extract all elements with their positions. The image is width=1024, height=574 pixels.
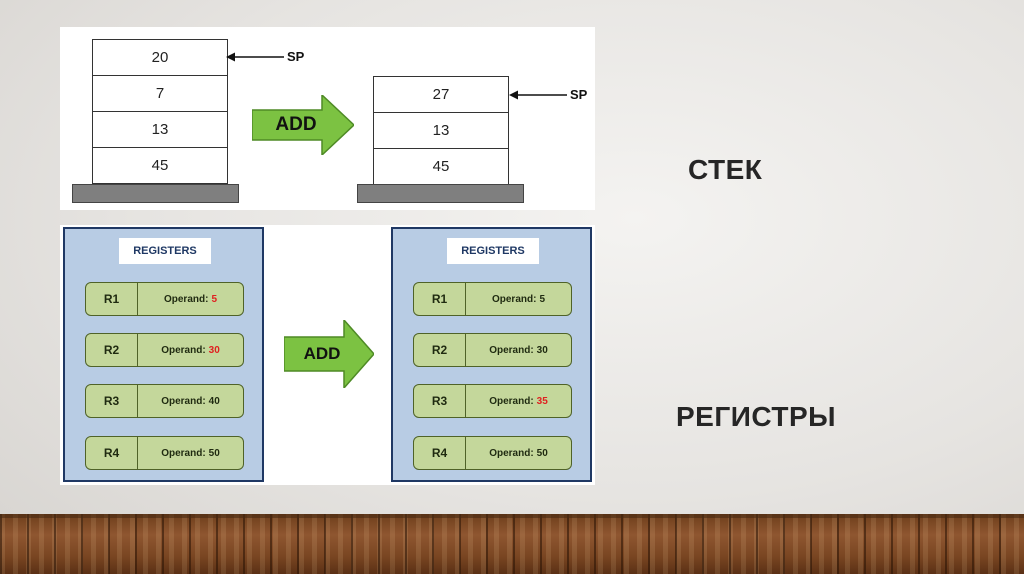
arrow-left-icon — [226, 52, 284, 61]
sp-label: SP — [287, 49, 305, 64]
stack-before: 20 7 13 45 — [92, 39, 228, 184]
add-label: ADD — [275, 114, 317, 135]
add-arrow-registers: ADD — [283, 318, 376, 390]
operand-value: 5 — [539, 293, 545, 305]
operand-value: 50 — [208, 447, 220, 459]
stack-pointer-before: SP — [226, 49, 304, 64]
register-name: R4 — [414, 437, 466, 469]
register-name: R2 — [414, 334, 466, 366]
stack-cell: 13 — [374, 113, 508, 149]
stack-base — [357, 184, 524, 203]
stack-cell: 27 — [374, 77, 508, 113]
register-name: R3 — [414, 385, 466, 417]
register-name: R2 — [86, 334, 138, 366]
arrow-right-icon — [283, 318, 376, 390]
sp-label: SP — [570, 87, 588, 102]
registers-diagram: REGISTERS R1 Operand:5 R2 Operand:30 R3 … — [60, 225, 595, 485]
register-r3: R3 Operand:35 — [413, 384, 572, 418]
register-operand: Operand:5 — [491, 293, 545, 305]
wooden-floor — [0, 514, 1024, 574]
register-r2: R2 Operand:30 — [85, 333, 244, 367]
register-operand: Operand:30 — [489, 344, 548, 356]
register-name: R3 — [86, 385, 138, 417]
register-operand: Operand:30 — [161, 344, 220, 356]
registers-after: REGISTERS R1 Operand:5 R2 Operand:30 R3 … — [391, 227, 592, 482]
operand-value: 30 — [208, 344, 220, 356]
stack-cell: 45 — [374, 149, 508, 185]
register-operand: Operand:5 — [163, 293, 217, 305]
add-arrow-stack: ADD — [251, 93, 356, 157]
stack-heading: СТЕК — [688, 154, 763, 185]
register-r1: R1 Operand:5 — [85, 282, 244, 316]
operand-value: 5 — [211, 293, 217, 305]
stack-after: 27 13 45 — [373, 76, 509, 185]
register-operand: Operand:35 — [489, 395, 548, 407]
stack-cell: 20 — [93, 40, 227, 76]
stack-cell: 45 — [93, 148, 227, 184]
registers-before: REGISTERS R1 Operand:5 R2 Operand:30 R3 … — [63, 227, 264, 482]
stack-cell: 13 — [93, 112, 227, 148]
register-r4: R4 Operand:50 — [413, 436, 572, 470]
stack-cell: 7 — [93, 76, 227, 112]
registers-heading: РЕГИСТРЫ — [676, 401, 837, 432]
registers-title: REGISTERS — [119, 238, 211, 264]
arrow-left-icon — [509, 90, 567, 99]
arrow-right-icon — [251, 93, 356, 157]
operand-value: 50 — [536, 447, 548, 459]
register-r3: R3 Operand:40 — [85, 384, 244, 418]
register-operand: Operand:50 — [161, 447, 220, 459]
register-r4: R4 Operand:50 — [85, 436, 244, 470]
stack-diagram: 20 7 13 45 SP ADD 27 13 45 SP — [60, 27, 595, 210]
register-name: R1 — [86, 283, 138, 315]
register-operand: Operand:50 — [489, 447, 548, 459]
registers-title: REGISTERS — [447, 238, 539, 264]
add-label: ADD — [303, 344, 341, 363]
register-r1: R1 Operand:5 — [413, 282, 572, 316]
operand-value: 35 — [536, 395, 548, 407]
register-r2: R2 Operand:30 — [413, 333, 572, 367]
stack-base — [72, 184, 239, 203]
register-name: R1 — [414, 283, 466, 315]
operand-value: 40 — [208, 395, 220, 407]
register-operand: Operand:40 — [161, 395, 220, 407]
stack-pointer-after: SP — [509, 87, 587, 102]
register-name: R4 — [86, 437, 138, 469]
operand-value: 30 — [536, 344, 548, 356]
